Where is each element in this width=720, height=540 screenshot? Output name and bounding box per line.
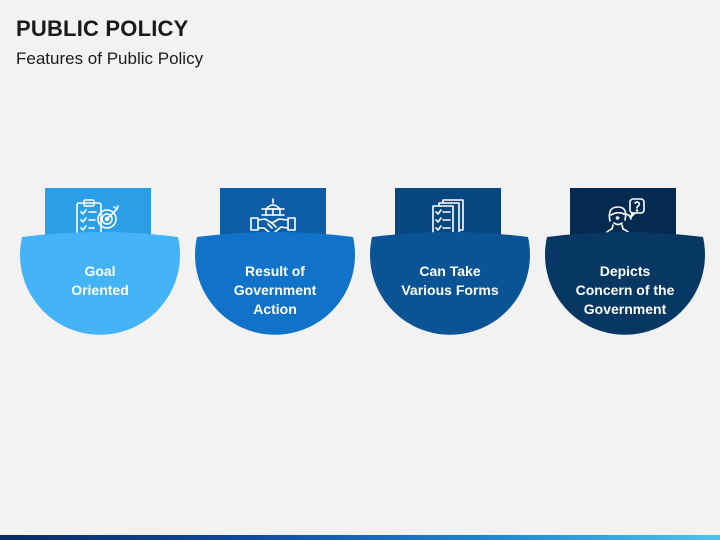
card-bowl [370,232,530,335]
card-label: Result of Government Action [233,263,317,317]
feature-card-result-of-government-action: Result of Government Action [195,188,355,353]
feature-card-can-take-various-forms: Can Take Various Forms [370,188,530,353]
card-label: Goal Oriented [71,263,129,298]
card-bowl [20,232,180,335]
feature-card-depicts-concern-of-the-government: Depicts Concern of the Government [545,188,705,353]
card-label: Can Take Various Forms [401,263,499,298]
bottom-gradient-bar [0,535,720,540]
card-label: Depicts Concern of the Government [575,263,675,317]
slide-title: PUBLIC POLICY [16,16,189,41]
card-bowl [545,232,705,335]
slide-subtitle: Features of Public Policy [16,49,204,68]
feature-card-goal-oriented: Goal Oriented [20,188,180,353]
card-bowl [195,232,355,335]
checklist-target-icon [76,199,119,236]
